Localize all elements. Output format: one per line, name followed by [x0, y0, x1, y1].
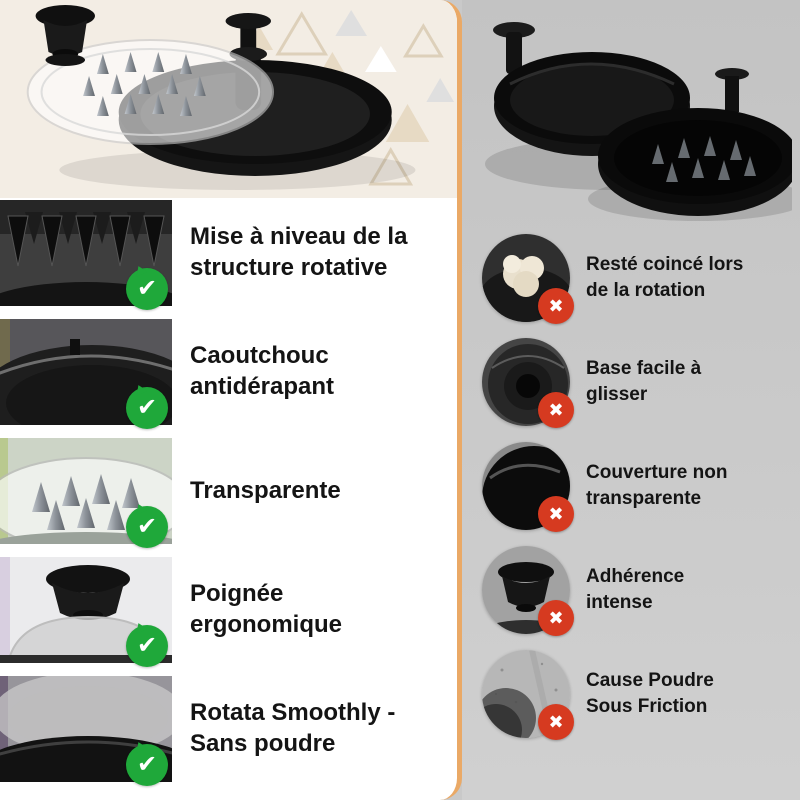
thumb-powder-friction: ✖ — [482, 650, 574, 740]
thumb-smooth-rotation: ✔ — [0, 676, 172, 786]
good-feature-row-1: ✔ Mise à niveau de la structure rotative — [0, 200, 457, 310]
bad-feature-list: ✖ Resté coincé lors de la rotation — [462, 228, 800, 754]
cross-icon: ✖ — [538, 496, 574, 532]
thumb-transparent-cover: ✔ — [0, 438, 172, 548]
cross-icon: ✖ — [538, 600, 574, 636]
thumb-rotating-structure: ✔ — [0, 200, 172, 310]
check-icon: ✔ — [126, 387, 168, 429]
defect-label: Cause Poudre Sous Friction — [586, 670, 714, 717]
bad-feature-row-5: ✖ Cause Poudre Sous Friction — [482, 650, 790, 740]
check-icon: ✔ — [126, 744, 168, 786]
thumb-sliding-base: ✖ — [482, 338, 574, 428]
press-with-transparent-lid-photo — [0, 0, 457, 198]
bad-feature-row-4: ✖ Adhérence intense — [482, 546, 790, 636]
black-opaque-burger-press-photo — [485, 22, 792, 221]
thumb-ergonomic-handle: ✔ — [0, 557, 172, 667]
defect-label: Resté coincé lors de la rotation — [586, 254, 744, 301]
feature-label: Caoutchouc antidérapant — [190, 342, 335, 400]
thumb-opaque-cover: ✖ — [482, 442, 574, 532]
cross-icon: ✖ — [538, 704, 574, 740]
defect-label: Couverture non transparente — [586, 462, 728, 509]
bad-feature-row-3: ✖ Couverture non transparente — [482, 442, 790, 532]
good-feature-row-2: ✔ Caoutchouc antidérapant — [0, 319, 457, 429]
bad-feature-row-1: ✖ Resté coincé lors de la rotation — [482, 234, 790, 324]
thumb-rubber-base: ✔ — [0, 319, 172, 429]
right-hero-photo — [462, 0, 800, 228]
check-icon: ✔ — [126, 625, 168, 667]
thumb-adhesion-handle: ✖ — [482, 546, 574, 636]
thumb-meat-stuck: ✖ — [482, 234, 574, 324]
left-hero-photo — [0, 0, 457, 198]
good-feature-list: ✔ Mise à niveau de la structure rotative… — [0, 198, 457, 795]
feature-label: Transparente — [190, 476, 341, 504]
good-feature-row-5: ✔ Rotata Smoothly - Sans poudre — [0, 676, 457, 786]
good-feature-row-3: ✔ Transparente — [0, 438, 457, 548]
bad-product-panel: ✖ Resté coincé lors de la rotation — [462, 0, 800, 800]
check-icon: ✔ — [126, 506, 168, 548]
feature-label: Rotata Smoothly - Sans poudre — [190, 699, 396, 757]
good-product-panel: ✔ Mise à niveau de la structure rotative… — [0, 0, 462, 800]
feature-label: Poignée ergonomique — [190, 580, 343, 638]
cross-icon: ✖ — [538, 288, 574, 324]
good-feature-row-4: ✔ Poignée ergonomique — [0, 557, 457, 667]
feature-label: Mise à niveau de la structure rotative — [190, 223, 408, 281]
defect-label: Base facile à glisser — [586, 358, 702, 405]
bad-feature-row-2: ✖ Base facile à glisser — [482, 338, 790, 428]
cross-icon: ✖ — [538, 392, 574, 428]
defect-label: Adhérence intense — [586, 566, 685, 613]
smooth-rotating-base — [0, 676, 172, 782]
check-icon: ✔ — [126, 268, 168, 310]
